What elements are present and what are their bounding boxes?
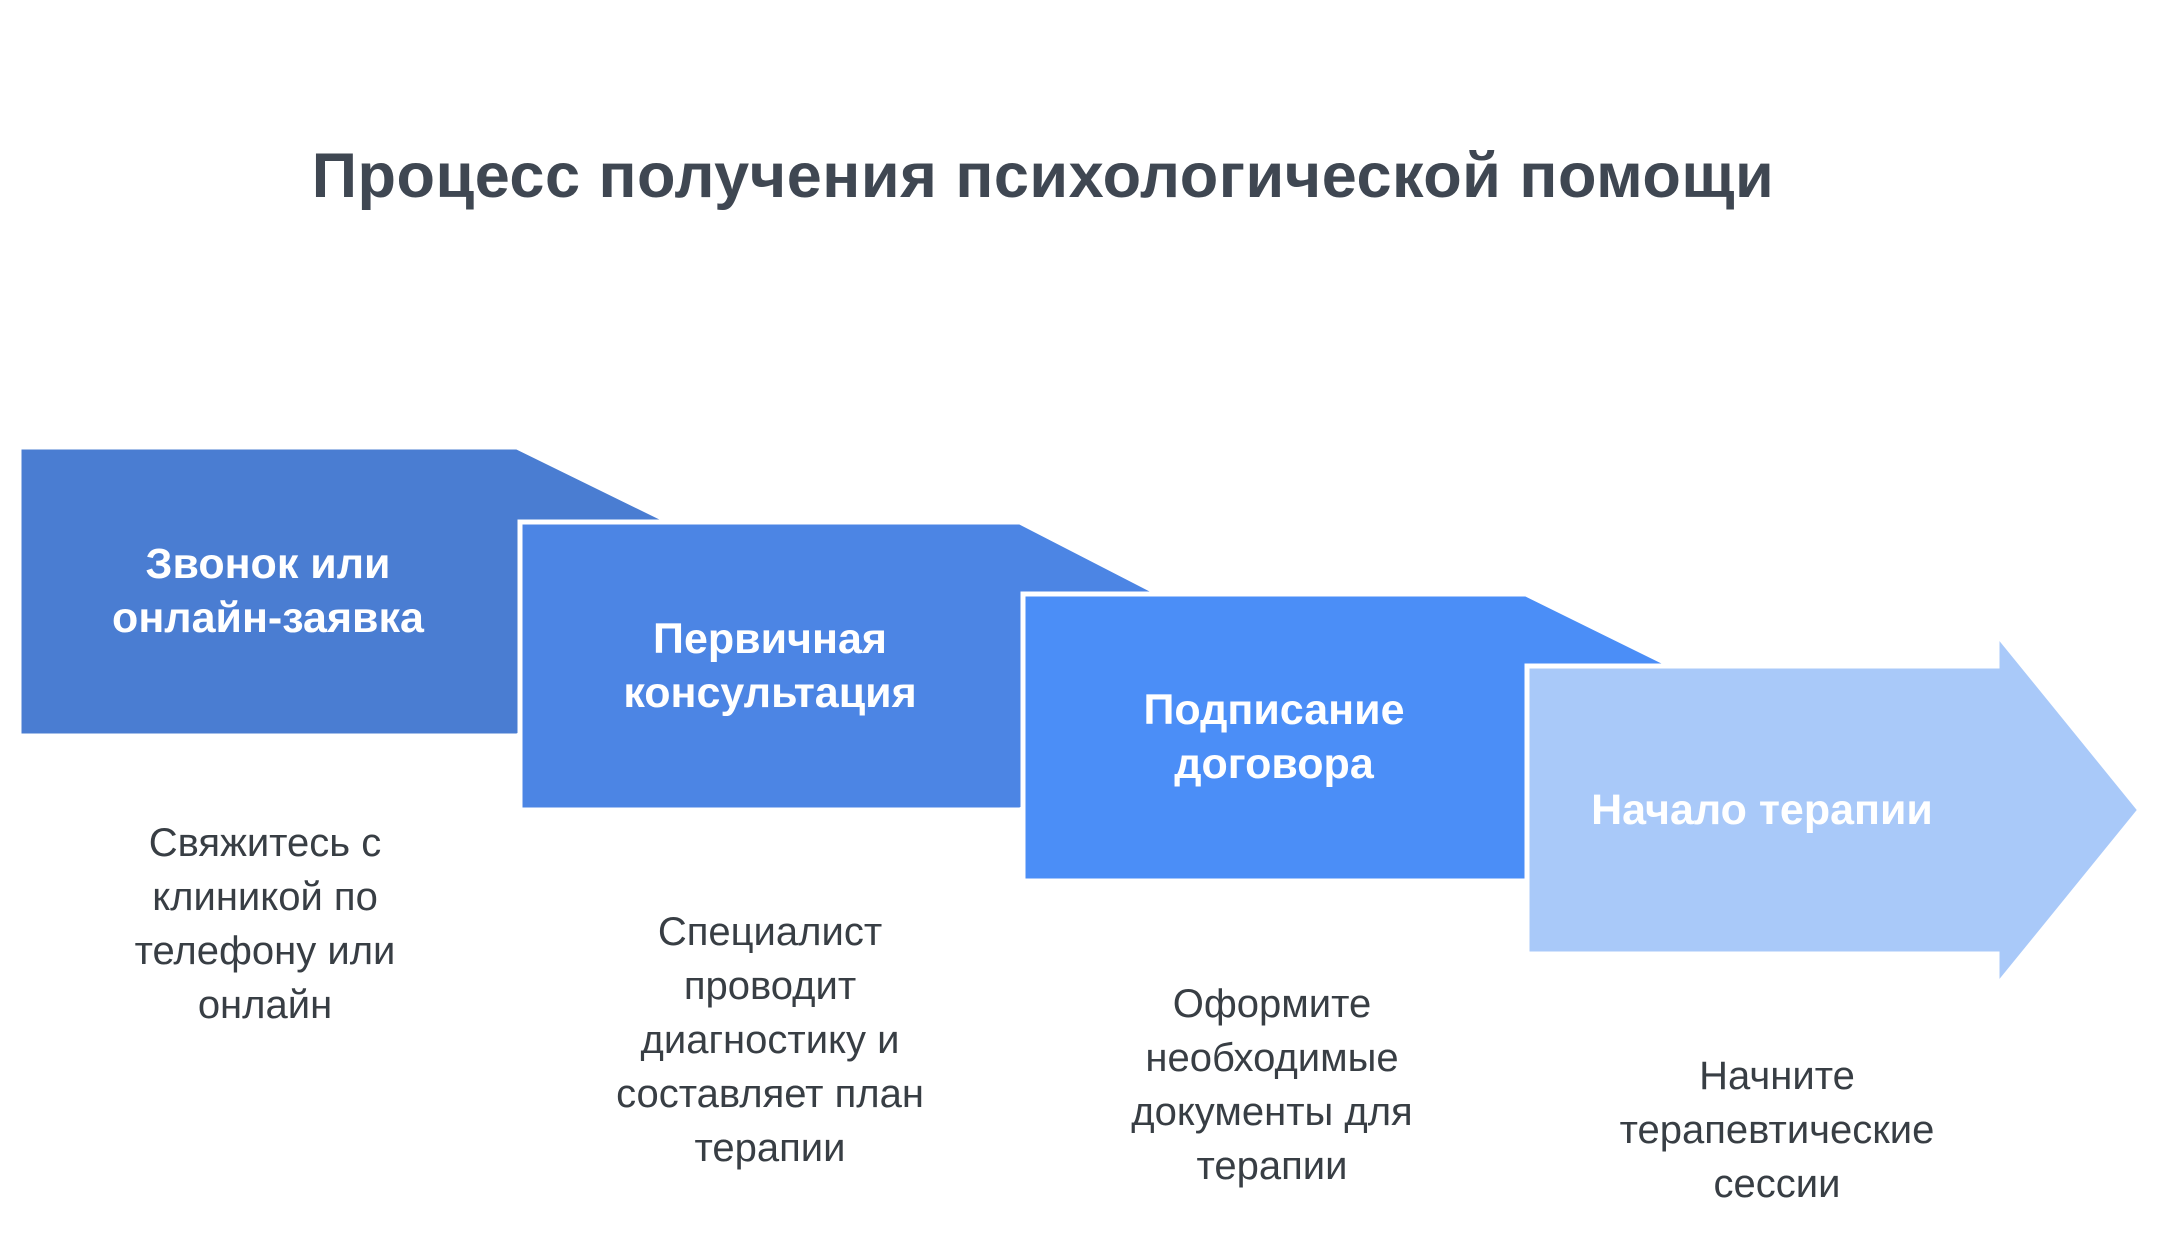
step-3-description: Оформите необходимые документы для терап… [1131, 982, 1413, 1188]
step-4-description: Начните терапевтические сессии [1619, 1054, 1935, 1206]
step-2-label: Первичная консультация [623, 615, 917, 717]
step-1-description: Свяжитесь с клиникой по телефону или онл… [134, 821, 396, 1027]
step-4-arrow-shape [1524, 626, 2144, 994]
step-3-label: Подписание договора [1143, 686, 1405, 788]
step-4-label: Начало терапии [1591, 786, 1933, 834]
step-2-description: Специалист проводит диагностику и состав… [616, 910, 924, 1170]
diagram-title: Процесс получения психологической помощи [311, 141, 1775, 211]
step-1-label: Звонок или онлайн-заявка [112, 540, 424, 642]
